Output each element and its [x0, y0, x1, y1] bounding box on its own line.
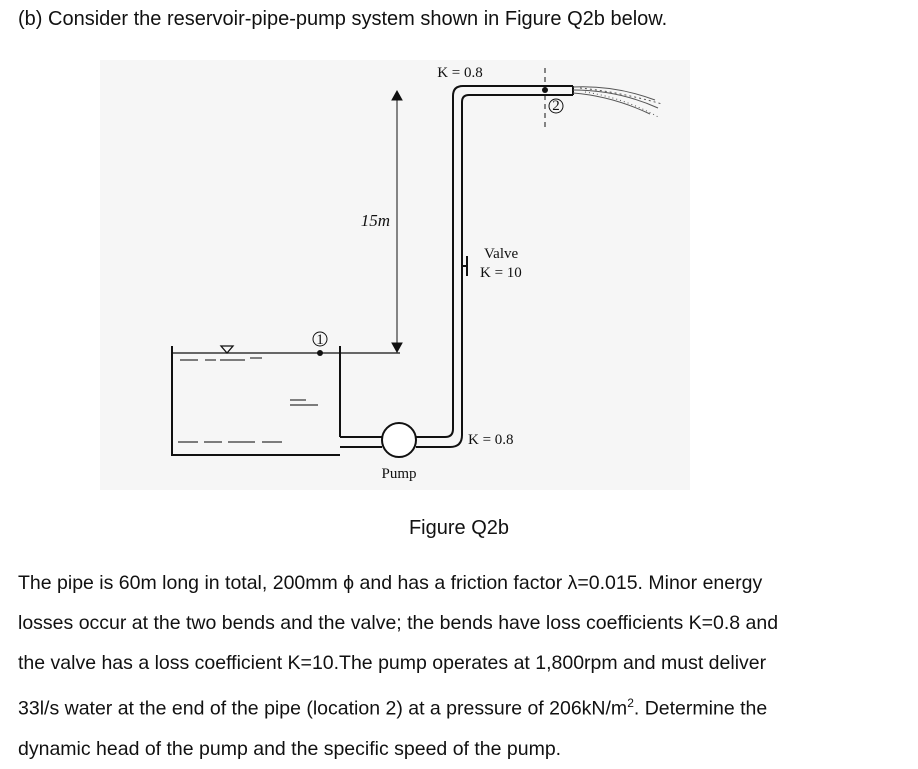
point-1-label: 1: [316, 332, 324, 348]
problem-text-line-3: the valve has a loss coefficient K=10.Th…: [18, 652, 767, 674]
scan-background: [100, 60, 690, 490]
reservoir: [171, 346, 341, 456]
pump-label: Pump: [381, 466, 416, 482]
line-4-part-a: 33l/s water at the end of the pipe (loca…: [18, 697, 628, 720]
question-heading: (b) Consider the reservoir-pipe-pump sys…: [18, 8, 668, 30]
valve: [462, 256, 468, 276]
height-dimension: [391, 89, 403, 354]
water-hatching: [178, 357, 318, 443]
water-jet: [572, 86, 663, 119]
problem-text-line-1: The pipe is 60m long in total, 200mm ϕ a…: [18, 572, 763, 594]
point-1-dot: [317, 350, 323, 356]
bottom-bend-k-label: K = 0.8: [468, 432, 514, 448]
suction-pipe: [340, 436, 382, 448]
line-4-superscript: 2: [627, 696, 634, 710]
height-label: 15m: [361, 211, 390, 230]
point-2-dot: [542, 87, 548, 93]
free-surface-symbol: [219, 345, 235, 354]
problem-text: The pipe is 60m long in total, 200mm ϕ a…: [18, 563, 908, 769]
pump: [381, 422, 417, 458]
point-2-circle: [548, 98, 564, 114]
figure-q2b-diagram: 1 Pump Valve K = 10 K = 0.8 K = 0.8 2: [100, 60, 690, 490]
valve-k-label: K = 10: [480, 265, 522, 281]
figure-caption: Figure Q2b: [408, 517, 510, 539]
problem-text-line-2: losses occur at the two bends and the va…: [18, 612, 779, 634]
point-2-label: 2: [552, 98, 560, 114]
valve-name-label: Valve: [484, 246, 518, 262]
problem-text-line-4: 33l/s water at the end of the pipe (loca…: [18, 683, 908, 729]
problem-text-line-5: dynamic head of the pump and the specifi…: [18, 737, 562, 760]
point-1-circle: [312, 331, 328, 347]
line-4-part-b: . Determine the: [633, 697, 768, 720]
top-bend-k-label: K = 0.8: [437, 65, 483, 81]
